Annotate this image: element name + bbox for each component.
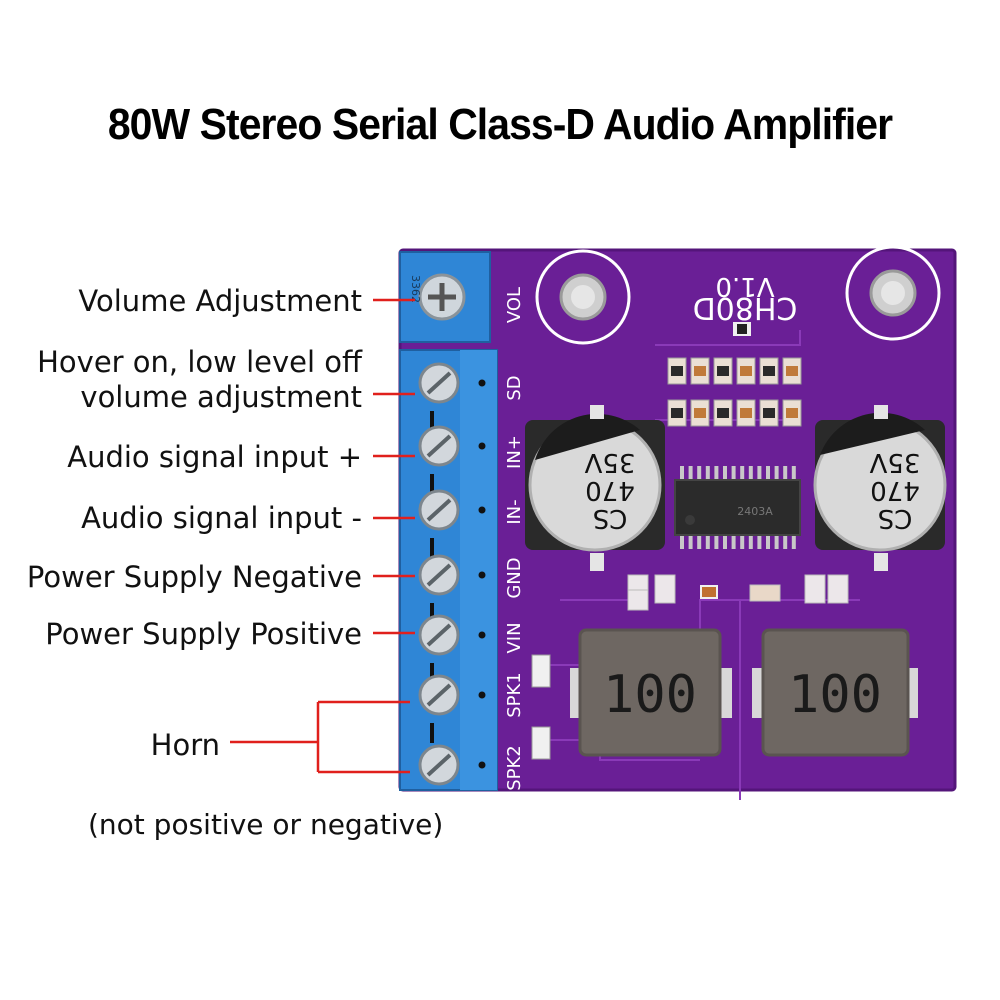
inductor-left-value: 100	[603, 665, 697, 725]
smd-component-row-top	[667, 357, 802, 385]
pot-marking: 3362	[409, 275, 422, 303]
label-horn-note: (not positive or negative)	[88, 808, 444, 841]
terminal-block	[399, 349, 498, 791]
inductor-right-value: 100	[788, 665, 882, 725]
mounting-hole-right	[845, 245, 941, 341]
label-power-positive: Power Supply Positive	[45, 617, 362, 651]
capacitor-left-value: 470	[585, 475, 635, 505]
smd-component-row-bottom	[667, 399, 802, 427]
chip-marking: 2403A	[737, 505, 773, 518]
capacitor-right: CS 470 35V	[813, 405, 947, 571]
label-volume-adjustment: Volume Adjustment	[78, 284, 362, 318]
pin-label-vol: VOL	[504, 287, 525, 323]
pin-label-gnd: GND	[504, 557, 525, 598]
label-sd-line2: volume adjustment	[80, 380, 362, 414]
label-audio-input-plus: Audio signal input +	[67, 440, 362, 474]
board-model-text: CH80D	[693, 290, 798, 325]
inductor-left: 100	[570, 628, 732, 757]
pin-label-inminus: IN-	[504, 499, 525, 524]
pin-label-vin: VIN	[504, 622, 525, 653]
capacitor-left-voltage: 35V	[584, 447, 635, 477]
pin-label-sd: SD	[504, 375, 525, 400]
smd-components-middle	[627, 574, 849, 611]
label-audio-input-minus: Audio signal input -	[81, 501, 362, 535]
volume-potentiometer: 3362	[399, 251, 491, 343]
capacitor-left: CS 470 35V	[525, 405, 665, 571]
label-sd-line1: Hover on, low level off	[37, 345, 362, 379]
mounting-hole-left	[535, 249, 631, 345]
label-power-negative: Power Supply Negative	[26, 560, 362, 594]
pin-label-spk2: SPK2	[504, 745, 525, 791]
smd-resistor-spk1	[531, 654, 551, 688]
capacitor-right-value: 470	[870, 475, 920, 505]
amplifier-ic-chip: 2403A	[674, 466, 801, 549]
pin-label-spk1: SPK1	[504, 672, 525, 718]
capacitor-right-brand: CS	[878, 503, 913, 533]
pin-label-inplus: IN+	[504, 435, 525, 469]
capacitor-right-voltage: 35V	[869, 447, 920, 477]
board-version-text: V1.0	[715, 271, 774, 301]
page-title: 80W Stereo Serial Class-D Audio Amplifie…	[107, 100, 893, 149]
leader-lines	[230, 298, 415, 774]
inductor-right: 100	[752, 628, 918, 757]
label-horn: Horn	[150, 728, 220, 762]
smd-resistor-spk2	[531, 726, 551, 760]
capacitor-left-brand: CS	[593, 503, 628, 533]
leader-horn	[230, 700, 410, 774]
